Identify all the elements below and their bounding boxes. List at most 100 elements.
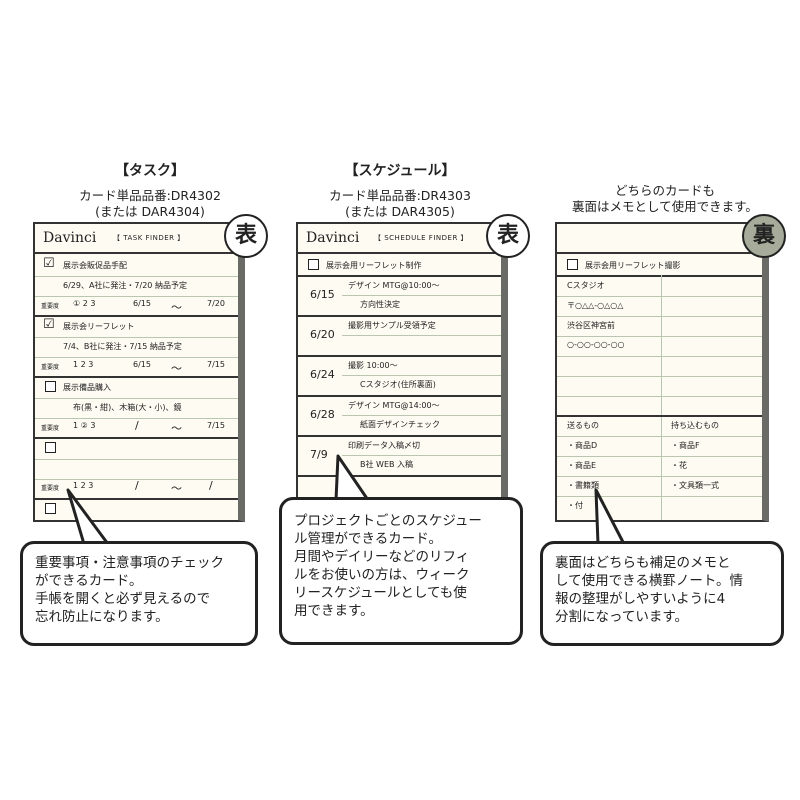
date-tilde: 〜 <box>171 301 182 314</box>
memo-line: 〒○△△-○△○△ <box>567 301 624 310</box>
priority-value: 1 2 3 <box>73 360 94 369</box>
task-item-note: 7/4、B社に発注・7/15 納品予定 <box>63 342 182 351</box>
schedule-project: 展示会用リーフレット制作 <box>326 261 422 270</box>
task-item-title: 展示会販促品手配 <box>63 261 127 270</box>
schedule-entry: 印刷データ入稿〆切 <box>348 441 420 450</box>
checkbox[interactable] <box>45 503 56 514</box>
callout-line: リースケジュールとしても使 <box>294 585 467 601</box>
schedule-date: 6/24 <box>310 368 335 381</box>
callout-line: 手帳を開くと必ず見えるので <box>35 591 211 607</box>
callout-line: ができるカード。 <box>35 573 143 589</box>
checkbox[interactable] <box>567 259 578 270</box>
task-sku-alt: (または DAR4304) <box>95 204 205 219</box>
callout-line: ル管理ができるカード。 <box>294 531 442 547</box>
memo-line: Cスタジオ <box>567 281 605 290</box>
schedule-date: 6/20 <box>310 328 335 341</box>
checked-checkbox-icon[interactable]: ☑ <box>43 256 55 271</box>
brand-logo: Davinci <box>43 230 97 246</box>
finder-label: 【 SCHEDULE FINDER 】 <box>374 234 469 242</box>
schedule-date: 7/9 <box>310 448 328 461</box>
priority-label: 重要度 <box>41 303 60 310</box>
date-tilde: 〜 <box>171 482 182 495</box>
callout-line: 用できます。 <box>294 603 374 619</box>
memo-line1: どちらのカードも <box>614 183 715 198</box>
schedule-callout: プロジェクトごとのスケジュー ル管理ができるカード。 月間やデイリーなどのリフィ… <box>279 497 523 645</box>
priority-value: ① 2 3 <box>73 299 96 308</box>
priority-label: 重要度 <box>41 364 60 371</box>
task-title: 【タスク】 <box>115 163 185 179</box>
schedule-entry-detail: B社 WEB 入稿 <box>360 460 414 469</box>
back-badge: 裏 <box>742 214 786 258</box>
card-header: Davinci 【 TASK FINDER 】 <box>35 224 238 254</box>
callout-line: ルをお使いの方は、ウィーク <box>294 567 470 583</box>
start-date: / <box>135 419 139 432</box>
date-tilde: 〜 <box>171 422 182 435</box>
memo-right-item: ・商品F <box>671 441 700 450</box>
callout-line: 裏面はどちらも補足のメモと <box>555 555 731 571</box>
start-date: 6/15 <box>133 299 151 308</box>
callout-line: 忘れ防止になります。 <box>35 609 169 625</box>
end-date: 7/20 <box>207 299 225 308</box>
start-date: 6/15 <box>133 360 151 369</box>
memo-left-item: ・商品E <box>567 461 597 470</box>
callout-line: 報の整理がしやすいように4 <box>555 591 726 607</box>
priority-label: 重要度 <box>41 425 60 432</box>
schedule-entry-detail: 方向性決定 <box>360 300 400 309</box>
end-date: 7/15 <box>207 360 225 369</box>
end-date: / <box>209 479 213 492</box>
schedule-entry-detail: Cスタジオ(住所裏面) <box>360 380 436 389</box>
memo-title: 展示会用リーフレット撮影 <box>585 261 681 270</box>
task-callout: 重要事項・注意事項のチェック ができるカード。 手帳を開くと必ず見えるので 忘れ… <box>20 541 258 646</box>
priority-label: 重要度 <box>41 485 60 492</box>
task-sku: カード単品品番:DR4302 <box>79 188 221 203</box>
callout-line: 分割になっています。 <box>555 609 688 625</box>
memo-line: 渋谷区神宮前 <box>567 321 615 330</box>
priority-value: 1 ② 3 <box>73 421 96 430</box>
front-badge: 表 <box>224 214 268 258</box>
memo-left-item: ・商品D <box>567 441 598 450</box>
memo-right-item: ・花 <box>671 461 687 470</box>
callout-line: して使用できる横罫ノート。情 <box>555 573 744 589</box>
schedule-sku-alt: (または DAR4305) <box>345 204 455 219</box>
memo-left-item: ・書籍類 <box>567 481 599 490</box>
schedule-title: 【スケジュール】 <box>344 163 456 179</box>
card-header: Davinci 【 SCHEDULE FINDER 】 <box>298 224 501 254</box>
task-item-note: 6/29、A社に発注・7/20 納品予定 <box>63 281 187 290</box>
memo-callout: 裏面はどちらも補足のメモと して使用できる横罫ノート。情 報の整理がしやすいよう… <box>540 541 784 646</box>
memo-left-heading: 送るもの <box>567 421 599 430</box>
memo-line2: 裏面はメモとして使用できます。 <box>572 199 758 214</box>
task-item-title: 展示備品購入 <box>63 383 111 392</box>
memo-right-item: ・文具類一式 <box>671 481 719 490</box>
schedule-entry-detail: 紙面デザインチェック <box>360 420 440 429</box>
brand-logo: Davinci <box>306 230 360 246</box>
date-tilde: 〜 <box>171 362 182 375</box>
checkbox[interactable] <box>45 442 56 453</box>
schedule-entry: 撮影用サンプル受領予定 <box>348 321 436 330</box>
finder-label: 【 TASK FINDER 】 <box>113 234 185 242</box>
schedule-entry: デザイン MTG@14:00〜 <box>348 401 440 410</box>
schedule-date: 6/15 <box>310 288 335 301</box>
task-card: Davinci 【 TASK FINDER 】 ☑ 展示会販促品手配 6/29、… <box>33 222 245 522</box>
front-badge: 表 <box>486 214 530 258</box>
task-item-note: 布(黒・紺)、木箱(大・小)、鏡 <box>73 403 182 412</box>
schedule-entry: 撮影 10:00〜 <box>348 361 398 370</box>
task-item-title: 展示会リーフレット <box>63 322 135 331</box>
memo-right-heading: 持ち込むもの <box>671 421 719 430</box>
checkbox[interactable] <box>45 381 56 392</box>
memo-divider-vertical <box>661 275 662 520</box>
priority-value: 1 2 3 <box>73 481 94 490</box>
checkbox[interactable] <box>308 259 319 270</box>
memo-left-item: ・付 <box>567 501 583 510</box>
memo-card: 展示会用リーフレット撮影 Cスタジオ 〒○△△-○△○△ 渋谷区神宮前 ○-○○… <box>555 222 769 522</box>
schedule-entry: デザイン MTG@10:00〜 <box>348 281 440 290</box>
start-date: / <box>135 479 139 492</box>
callout-line: 重要事項・注意事項のチェック <box>35 555 224 571</box>
card-header <box>557 224 762 254</box>
checked-checkbox-icon[interactable]: ☑ <box>43 317 55 332</box>
schedule-card: Davinci 【 SCHEDULE FINDER 】 展示会用リーフレット制作… <box>296 222 508 522</box>
callout-line: 月間やデイリーなどのリフィ <box>294 549 470 565</box>
schedule-header: 【スケジュール】 カード単品品番:DR4303 (または DAR4305) <box>290 160 510 220</box>
end-date: 7/15 <box>207 421 225 430</box>
memo-header: どちらのカードも 裏面はメモとして使用できます。 <box>555 183 775 215</box>
